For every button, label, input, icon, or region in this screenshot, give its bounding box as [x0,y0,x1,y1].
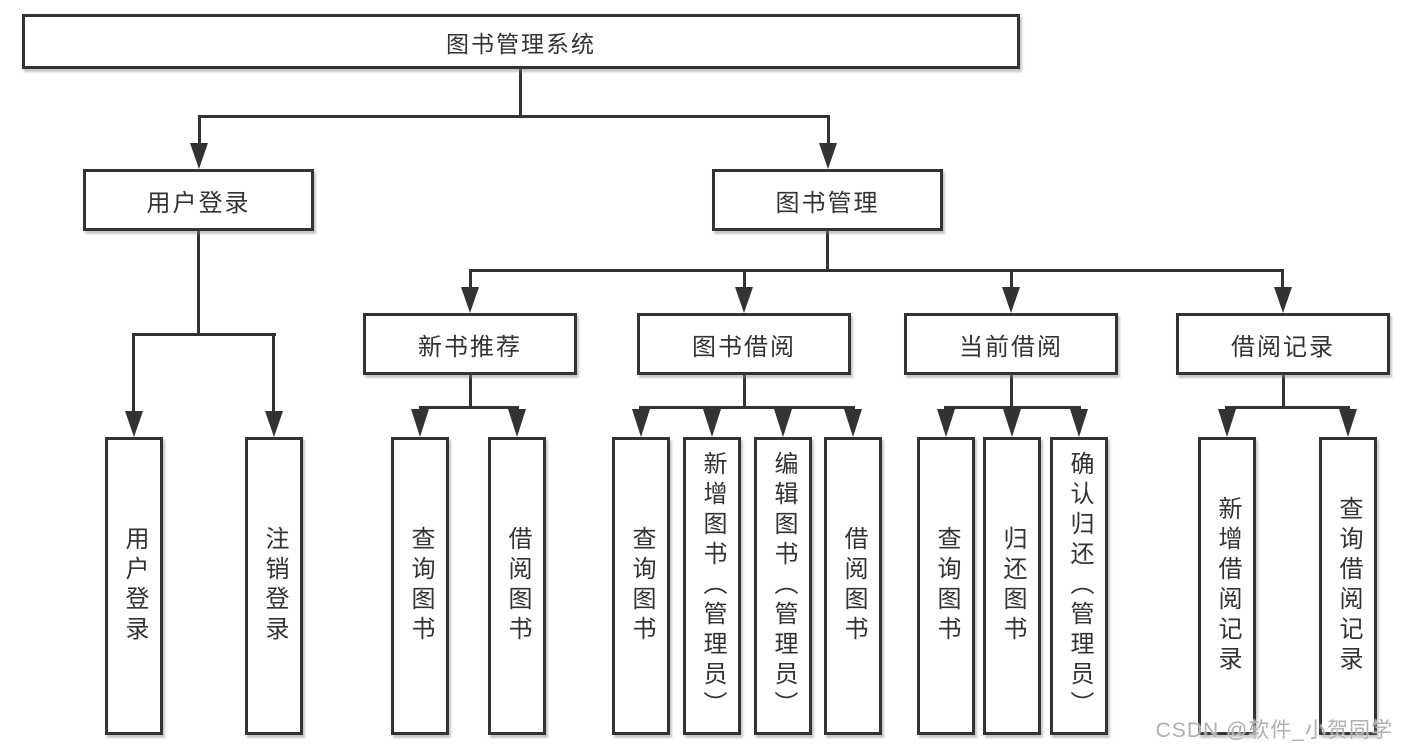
arrow-down-icon [1002,287,1020,313]
node-leaf-recommend-borrow-book: 借阅图书 [488,437,546,735]
arrow-down-icon [125,411,143,437]
connector-line [827,115,830,145]
connector-line [743,269,746,291]
node-label: 图书借阅 [692,333,796,361]
arrow-down-icon [1339,409,1357,437]
arrow-down-icon [937,409,955,437]
connector-line [132,333,135,415]
connector-line [944,406,1081,409]
node-leaf-add-borrow-record: 新增借阅记录 [1198,437,1256,735]
connector-line [1010,374,1013,408]
arrow-down-icon [508,409,526,437]
arrow-down-icon [703,409,721,437]
node-leaf-recommend-query-book: 查询图书 [391,437,449,735]
arrow-down-icon [411,409,429,437]
node-new-book-recommend: 新书推荐 [363,313,577,375]
connector-line [743,374,746,408]
connector-line [272,333,275,415]
node-leaf-query-borrow-record: 查询借阅记录 [1319,437,1377,735]
node-label: 编辑图书（管理员） [770,451,797,721]
node-label: 查询借阅记录 [1335,496,1362,676]
connector-line [826,230,829,272]
node-label: 新书推荐 [418,333,522,361]
node-leaf-logout: 注销登录 [245,437,303,735]
arrow-down-icon [461,287,479,313]
node-borrow-records: 借阅记录 [1176,313,1390,375]
connector-line [469,269,472,291]
node-label: 用户登录 [121,526,148,646]
csdn-watermark: CSDN @软件_小贺同学 [1155,719,1393,742]
connector-line [198,115,201,145]
node-leaf-borrow-query-book: 查询图书 [612,437,670,735]
node-user-login: 用户登录 [83,169,314,231]
arrow-down-icon [774,409,792,437]
node-label: 当前借阅 [959,333,1063,361]
connector-line [639,406,855,409]
arrow-down-icon [844,409,862,437]
node-label: 归还图书 [999,526,1026,646]
connector-line [469,374,472,408]
connector-line [1282,374,1285,408]
node-library-system: 图书管理系统 [22,14,1020,69]
node-label: 借阅记录 [1231,333,1335,361]
connector-line [469,269,1284,272]
node-current-borrow: 当前借阅 [904,313,1118,375]
node-leaf-borrow-book: 借阅图书 [824,437,882,735]
connector-line [197,230,200,335]
node-leaf-return-book: 归还图书 [983,437,1041,735]
node-label: 注销登录 [261,526,288,646]
arrow-down-icon [190,143,208,169]
node-label: 图书管理系统 [446,30,596,57]
connector-line [198,115,830,118]
node-leaf-edit-book-admin: 编辑图书（管理员） [754,437,812,735]
arrow-down-icon [1274,287,1292,313]
node-label: 借阅图书 [504,526,531,646]
node-label: 查询图书 [407,526,434,646]
arrow-down-icon [735,287,753,313]
connector-line [1010,269,1013,291]
node-label: 新增图书（管理员） [699,451,726,721]
arrow-down-icon [1218,409,1236,437]
connector-line [519,68,522,118]
node-leaf-add-book-admin: 新增图书（管理员） [683,437,741,735]
node-label: 用户登录 [146,189,251,217]
node-label: 图书管理 [775,189,880,217]
node-leaf-current-query-book: 查询图书 [917,437,975,735]
arrow-down-icon [632,409,650,437]
node-label: 借阅图书 [840,526,867,646]
connector-line [419,406,519,409]
arrow-down-icon [819,143,837,169]
connector-line [133,333,276,336]
connector-line [1225,406,1350,409]
node-label: 查询图书 [628,526,655,646]
node-label: 新增借阅记录 [1214,496,1241,676]
node-label: 确认归还（管理员） [1066,451,1093,721]
arrow-down-icon [1003,409,1021,437]
node-leaf-confirm-return-admin: 确认归还（管理员） [1050,437,1108,735]
node-book-management: 图书管理 [712,169,943,231]
node-label: 查询图书 [933,526,960,646]
node-book-borrow: 图书借阅 [637,313,851,375]
connector-line [1281,269,1284,291]
arrow-down-icon [265,411,283,437]
arrow-down-icon [1070,409,1088,437]
node-leaf-user-login: 用户登录 [105,437,163,735]
